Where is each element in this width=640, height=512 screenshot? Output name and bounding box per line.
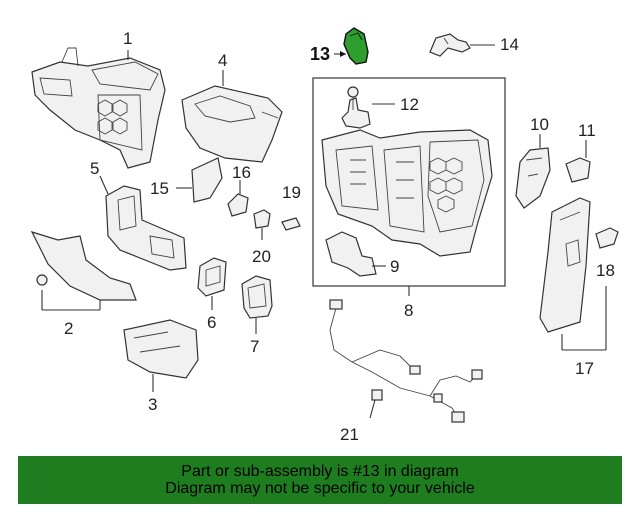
part-1-console-upper[interactable] xyxy=(31,47,166,169)
callout-15: 15 xyxy=(150,179,169,198)
part-8-console-assembly[interactable] xyxy=(321,129,493,257)
banner-line-2: Diagram may not be specific to your vehi… xyxy=(165,480,475,497)
part-4-console-lid[interactable] xyxy=(181,85,283,163)
part-12-shifter[interactable] xyxy=(341,86,371,129)
callout-14: 14 xyxy=(500,35,519,54)
part-9-bracket[interactable] xyxy=(325,231,377,277)
part-11-clip[interactable] xyxy=(565,157,591,183)
part-2-lower-trim[interactable] xyxy=(30,231,137,301)
part-5-bracket[interactable] xyxy=(105,185,187,271)
part-16-clip[interactable] xyxy=(227,193,249,217)
callout-8: 8 xyxy=(404,301,413,320)
part-19-pad[interactable] xyxy=(281,217,301,231)
parts-diagram: 1 4 13 14 12 9 xyxy=(30,27,619,444)
callout-1: 1 xyxy=(123,29,132,48)
part-6-module[interactable] xyxy=(197,257,227,297)
callout-9: 9 xyxy=(390,257,399,276)
callout-18: 18 xyxy=(596,261,615,280)
banner-line-1: Part or sub-assembly is #13 in diagram xyxy=(181,463,459,480)
part-15-trim[interactable] xyxy=(191,157,223,203)
part-17-side-panel[interactable] xyxy=(539,197,591,333)
callout-12: 12 xyxy=(400,95,419,114)
callout-19: 19 xyxy=(282,183,301,202)
part-7-module[interactable] xyxy=(241,275,273,319)
callout-4: 4 xyxy=(218,51,227,70)
callout-2: 2 xyxy=(64,319,73,338)
callout-21: 21 xyxy=(340,425,359,444)
callout-5: 5 xyxy=(90,159,99,178)
part-13-shift-knob[interactable] xyxy=(343,27,369,65)
callout-17: 17 xyxy=(575,359,594,378)
part-14-bracket[interactable] xyxy=(429,33,471,57)
part-3-panel[interactable] xyxy=(123,319,199,379)
part-20-clip[interactable] xyxy=(253,209,271,229)
callout-10: 10 xyxy=(530,115,549,134)
part-10-bracket[interactable] xyxy=(515,147,551,209)
part-21-wiring-harness[interactable] xyxy=(329,299,483,423)
callout-20: 20 xyxy=(252,247,271,266)
callout-7: 7 xyxy=(250,337,259,356)
callout-16: 16 xyxy=(232,163,251,182)
callout-6: 6 xyxy=(207,313,216,332)
part-18-switch[interactable] xyxy=(595,227,619,249)
callout-11: 11 xyxy=(578,121,596,140)
callout-3: 3 xyxy=(148,395,157,414)
info-banner: Part or sub-assembly is #13 in diagram D… xyxy=(18,456,622,504)
callout-13: 13 xyxy=(310,44,330,64)
